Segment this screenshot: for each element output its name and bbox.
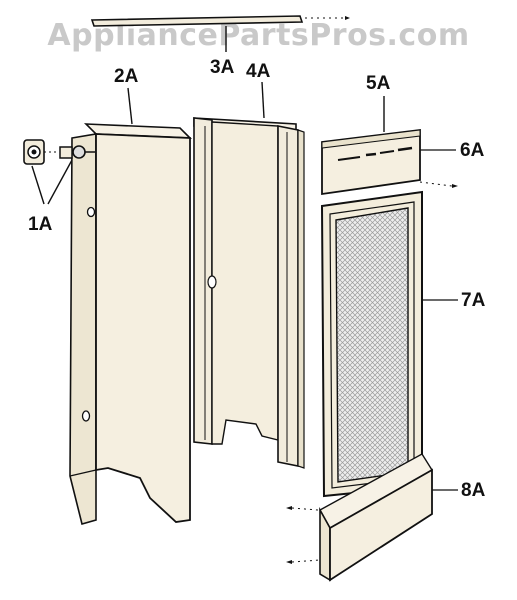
part-8a-kick-plate bbox=[286, 453, 458, 582]
part-7a-door-screen bbox=[320, 190, 458, 498]
part-4a-rear-frame bbox=[193, 81, 305, 469]
part-6a-control-panel bbox=[321, 96, 458, 196]
label-3a: 3A bbox=[210, 57, 235, 78]
label-6a: 6A bbox=[460, 140, 485, 161]
label-1a: 1A bbox=[28, 214, 53, 235]
label-2a: 2A bbox=[114, 66, 139, 87]
label-7a: 7A bbox=[461, 290, 486, 311]
label-4a: 4A bbox=[246, 61, 271, 82]
label-8a: 8A bbox=[461, 480, 486, 501]
label-5a: 5A bbox=[366, 73, 391, 94]
part-3a-top-rail bbox=[90, 15, 350, 52]
part-1a-hardware bbox=[23, 139, 95, 205]
part-2a-side-panel bbox=[69, 87, 193, 525]
